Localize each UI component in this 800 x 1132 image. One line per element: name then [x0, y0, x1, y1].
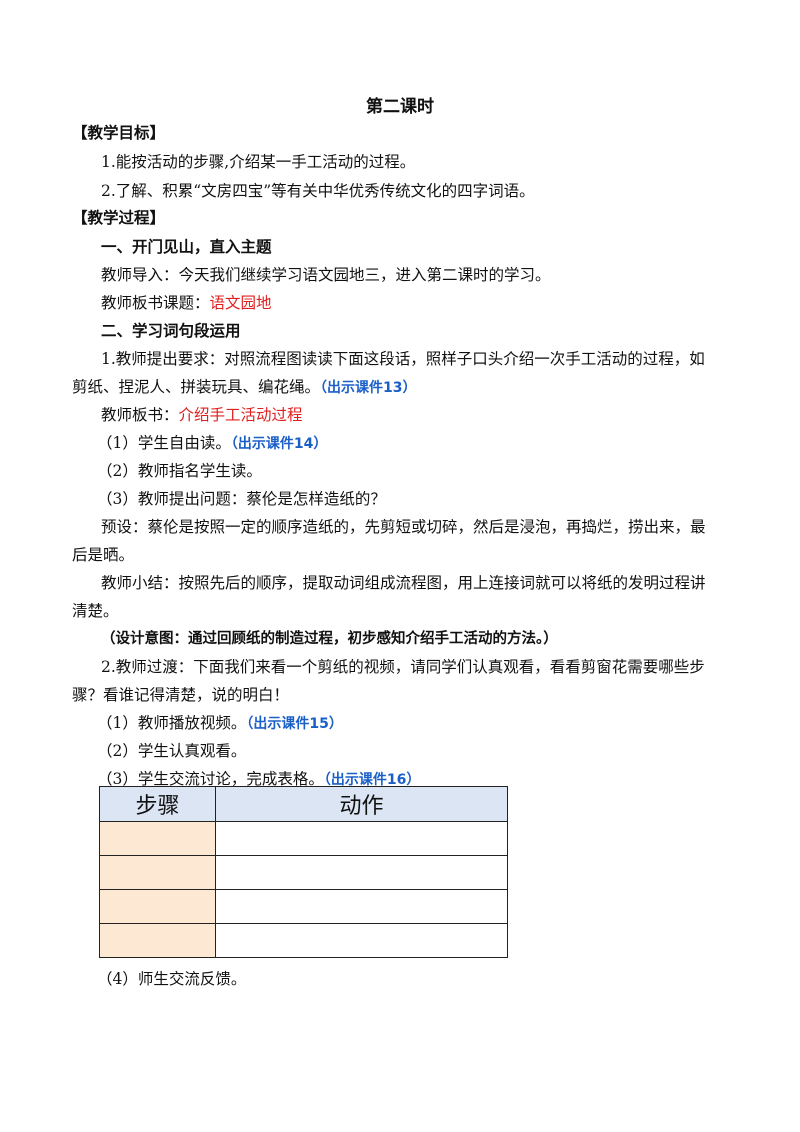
- step-cell: [99, 855, 216, 890]
- header-steps: 步骤: [99, 786, 216, 822]
- board-topic: 语文园地: [209, 294, 272, 312]
- design-intent: （设计意图：通过回顾纸的制造过程，初步感知介绍手工活动的方法。）: [101, 628, 732, 650]
- goals-heading: 【教学目标】: [72, 124, 166, 142]
- section1-title: 一、开门见山，直入主题: [101, 238, 272, 256]
- para2-line1: 2.教师过渡：下面我们来看一个剪纸的视频，请同学们认真观看，看看剪窗花需要哪些步: [101, 658, 705, 676]
- step-t3: （3）学生交流讨论，完成表格。（出示课件16）: [97, 768, 732, 791]
- process-heading: 【教学过程】: [72, 209, 166, 227]
- action-cell: [215, 821, 508, 856]
- header-actions: 动作: [215, 786, 508, 822]
- courseware-15: （出示课件15）: [246, 716, 343, 732]
- page-title: 第二课时: [366, 97, 434, 117]
- step-t4: （4）师生交流反馈。: [97, 970, 247, 988]
- step-t1: （1）教师播放视频。（出示课件15）: [97, 712, 732, 735]
- board2-prefix: 教师板书：: [101, 406, 179, 424]
- board-prefix: 教师板书课题：: [101, 294, 210, 312]
- table-row: [99, 923, 508, 958]
- step-s1-text: （1）学生自由读。: [97, 434, 231, 452]
- courseware-16: （出示课件16）: [323, 772, 421, 788]
- summary-line1: 教师小结：按照先后的顺序，提取动词组成流程图，用上连接词就可以将纸的发明过程讲: [101, 574, 706, 592]
- section1-board: 教师板书课题：语文园地: [101, 292, 732, 314]
- step-s3: （3）教师提出问题：蔡伦是怎样造纸的？: [97, 490, 386, 508]
- summary-line2: 清楚。: [72, 602, 119, 620]
- goal-item-2: 2.了解、积累“文房四宝”等有关中华优秀传统文化的四字词语。: [101, 182, 535, 200]
- step-s2: （2）教师指名学生读。: [97, 462, 262, 480]
- table-row: [99, 889, 508, 924]
- step-t3-text: （3）学生交流讨论，完成表格。: [97, 770, 324, 788]
- step-t2: （2）学生认真观看。: [97, 742, 247, 760]
- section2-title: 二、学习词句段运用: [101, 322, 241, 340]
- step-s1: （1）学生自由读。（出示课件14）: [97, 432, 732, 455]
- para1-line2-text: 剪纸、捏泥人、拼装玩具、编花绳。: [72, 378, 321, 396]
- courseware-14: （出示课件14）: [230, 436, 328, 452]
- courseware-13: （出示课件13）: [320, 380, 417, 396]
- board2-topic: 介绍手工活动过程: [178, 406, 303, 424]
- para1-line2: 剪纸、捏泥人、拼装玩具、编花绳。（出示课件13）: [72, 376, 732, 399]
- steps-table: 步骤 动作: [99, 786, 508, 958]
- para2-line2: 骤？看谁记得清楚，说的明白！: [72, 686, 290, 704]
- design-text: 通过回顾纸的制造过程，初步感知介绍手工活动的方法。）: [188, 630, 558, 647]
- action-cell: [215, 923, 508, 958]
- step-t1-text: （1）教师播放视频。: [97, 714, 247, 732]
- preset-line2: 后是晒。: [72, 546, 135, 564]
- board2: 教师板书：介绍手工活动过程: [101, 404, 732, 426]
- section1-intro: 教师导入：今天我们继续学习语文园地三，进入第二课时的学习。: [101, 266, 551, 284]
- goal-item-1: 1.能按活动的步骤,介绍某一手工活动的过程。: [101, 153, 416, 171]
- para1-line1: 1.教师提出要求：对照流程图读读下面这段话，照样子口头介绍一次手工活动的过程，如: [101, 350, 705, 368]
- step-cell: [99, 889, 216, 924]
- step-cell: [99, 923, 216, 958]
- table-row: [99, 821, 508, 856]
- action-cell: [215, 889, 508, 924]
- design-label: （设计意图：: [101, 631, 188, 647]
- step-cell: [99, 821, 216, 856]
- table-row: [99, 855, 508, 890]
- action-cell: [215, 855, 508, 890]
- preset-line1: 预设：蔡伦是按照一定的顺序造纸的，先剪短或切碎，然后是浸泡，再捣烂，捞出来，最: [101, 518, 706, 536]
